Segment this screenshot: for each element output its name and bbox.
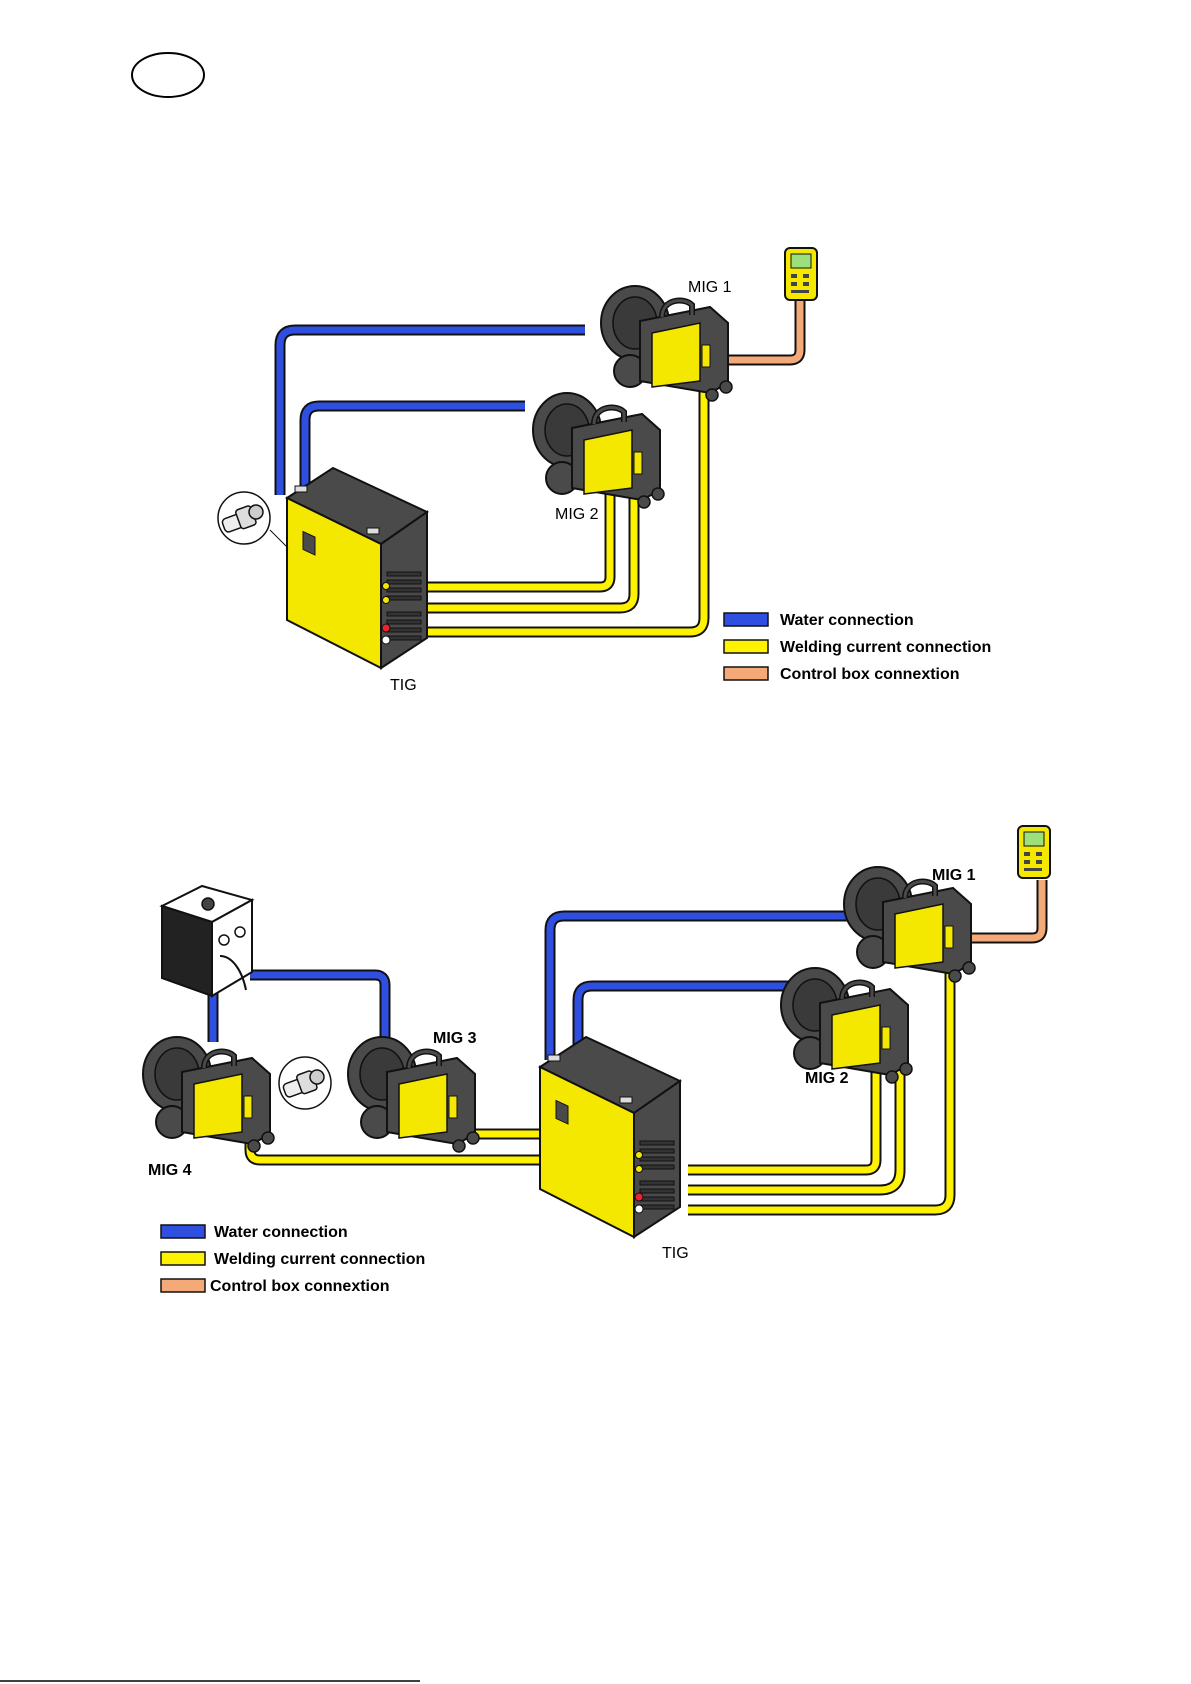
connector-detail [218, 492, 270, 544]
diagram-2: TIG MIG 1 MIG 2 MIG 3 MIG 4 Water connec… [143, 826, 1050, 1295]
control-box-2 [1018, 826, 1050, 878]
legend-welding-label-2: Welding current connection [214, 1251, 425, 1268]
legend-control-label: Control box connextion [780, 666, 960, 683]
mig-1-label-2: MIG 1 [932, 867, 976, 884]
mig-4-label: MIG 4 [148, 1162, 192, 1179]
mig-2-label-2: MIG 2 [805, 1070, 849, 1087]
legend-water-swatch-2 [161, 1225, 205, 1238]
mig-3-label: MIG 3 [433, 1030, 477, 1047]
control-connection-line [725, 300, 800, 360]
language-badge [132, 53, 204, 97]
tig-label: TIG [390, 677, 417, 694]
connector-detail-2 [279, 1057, 331, 1109]
legend-welding-swatch-2 [161, 1252, 205, 1265]
legend-welding-label: Welding current connection [780, 639, 991, 656]
control-connection-line-2 [965, 880, 1042, 938]
mig-2-feeder-2 [781, 968, 912, 1083]
legend-1: Water connection Welding current connect… [724, 612, 991, 683]
legend-water-label: Water connection [780, 612, 914, 629]
legend-control-swatch-2 [161, 1279, 205, 1292]
legend-welding-swatch [724, 640, 768, 653]
tig-power-source-2 [540, 1037, 680, 1237]
control-box [785, 248, 817, 300]
legend-control-label-2: Control box connextion [210, 1278, 390, 1295]
cooling-unit [162, 886, 252, 996]
mig-1-label: MIG 1 [688, 279, 732, 296]
legend-water-swatch [724, 613, 768, 626]
mig-2-feeder [533, 393, 664, 508]
tig-label-2: TIG [662, 1245, 689, 1262]
mig-2-label: MIG 2 [555, 506, 599, 523]
water-connection-lines-2 [213, 916, 853, 1060]
diagram-1: TIG MIG 1 MIG 2 Water connection Welding… [218, 248, 991, 694]
legend-control-swatch [724, 667, 768, 680]
legend-2: Water connection Welding current connect… [161, 1224, 425, 1295]
mig-4-feeder [143, 1037, 274, 1152]
mig-1-feeder-2 [844, 867, 975, 982]
legend-water-label-2: Water connection [214, 1224, 348, 1241]
mig-3-feeder [348, 1037, 479, 1152]
detail-leader-line [270, 530, 288, 548]
mig-1-feeder [601, 286, 732, 401]
tig-power-source [287, 468, 427, 668]
